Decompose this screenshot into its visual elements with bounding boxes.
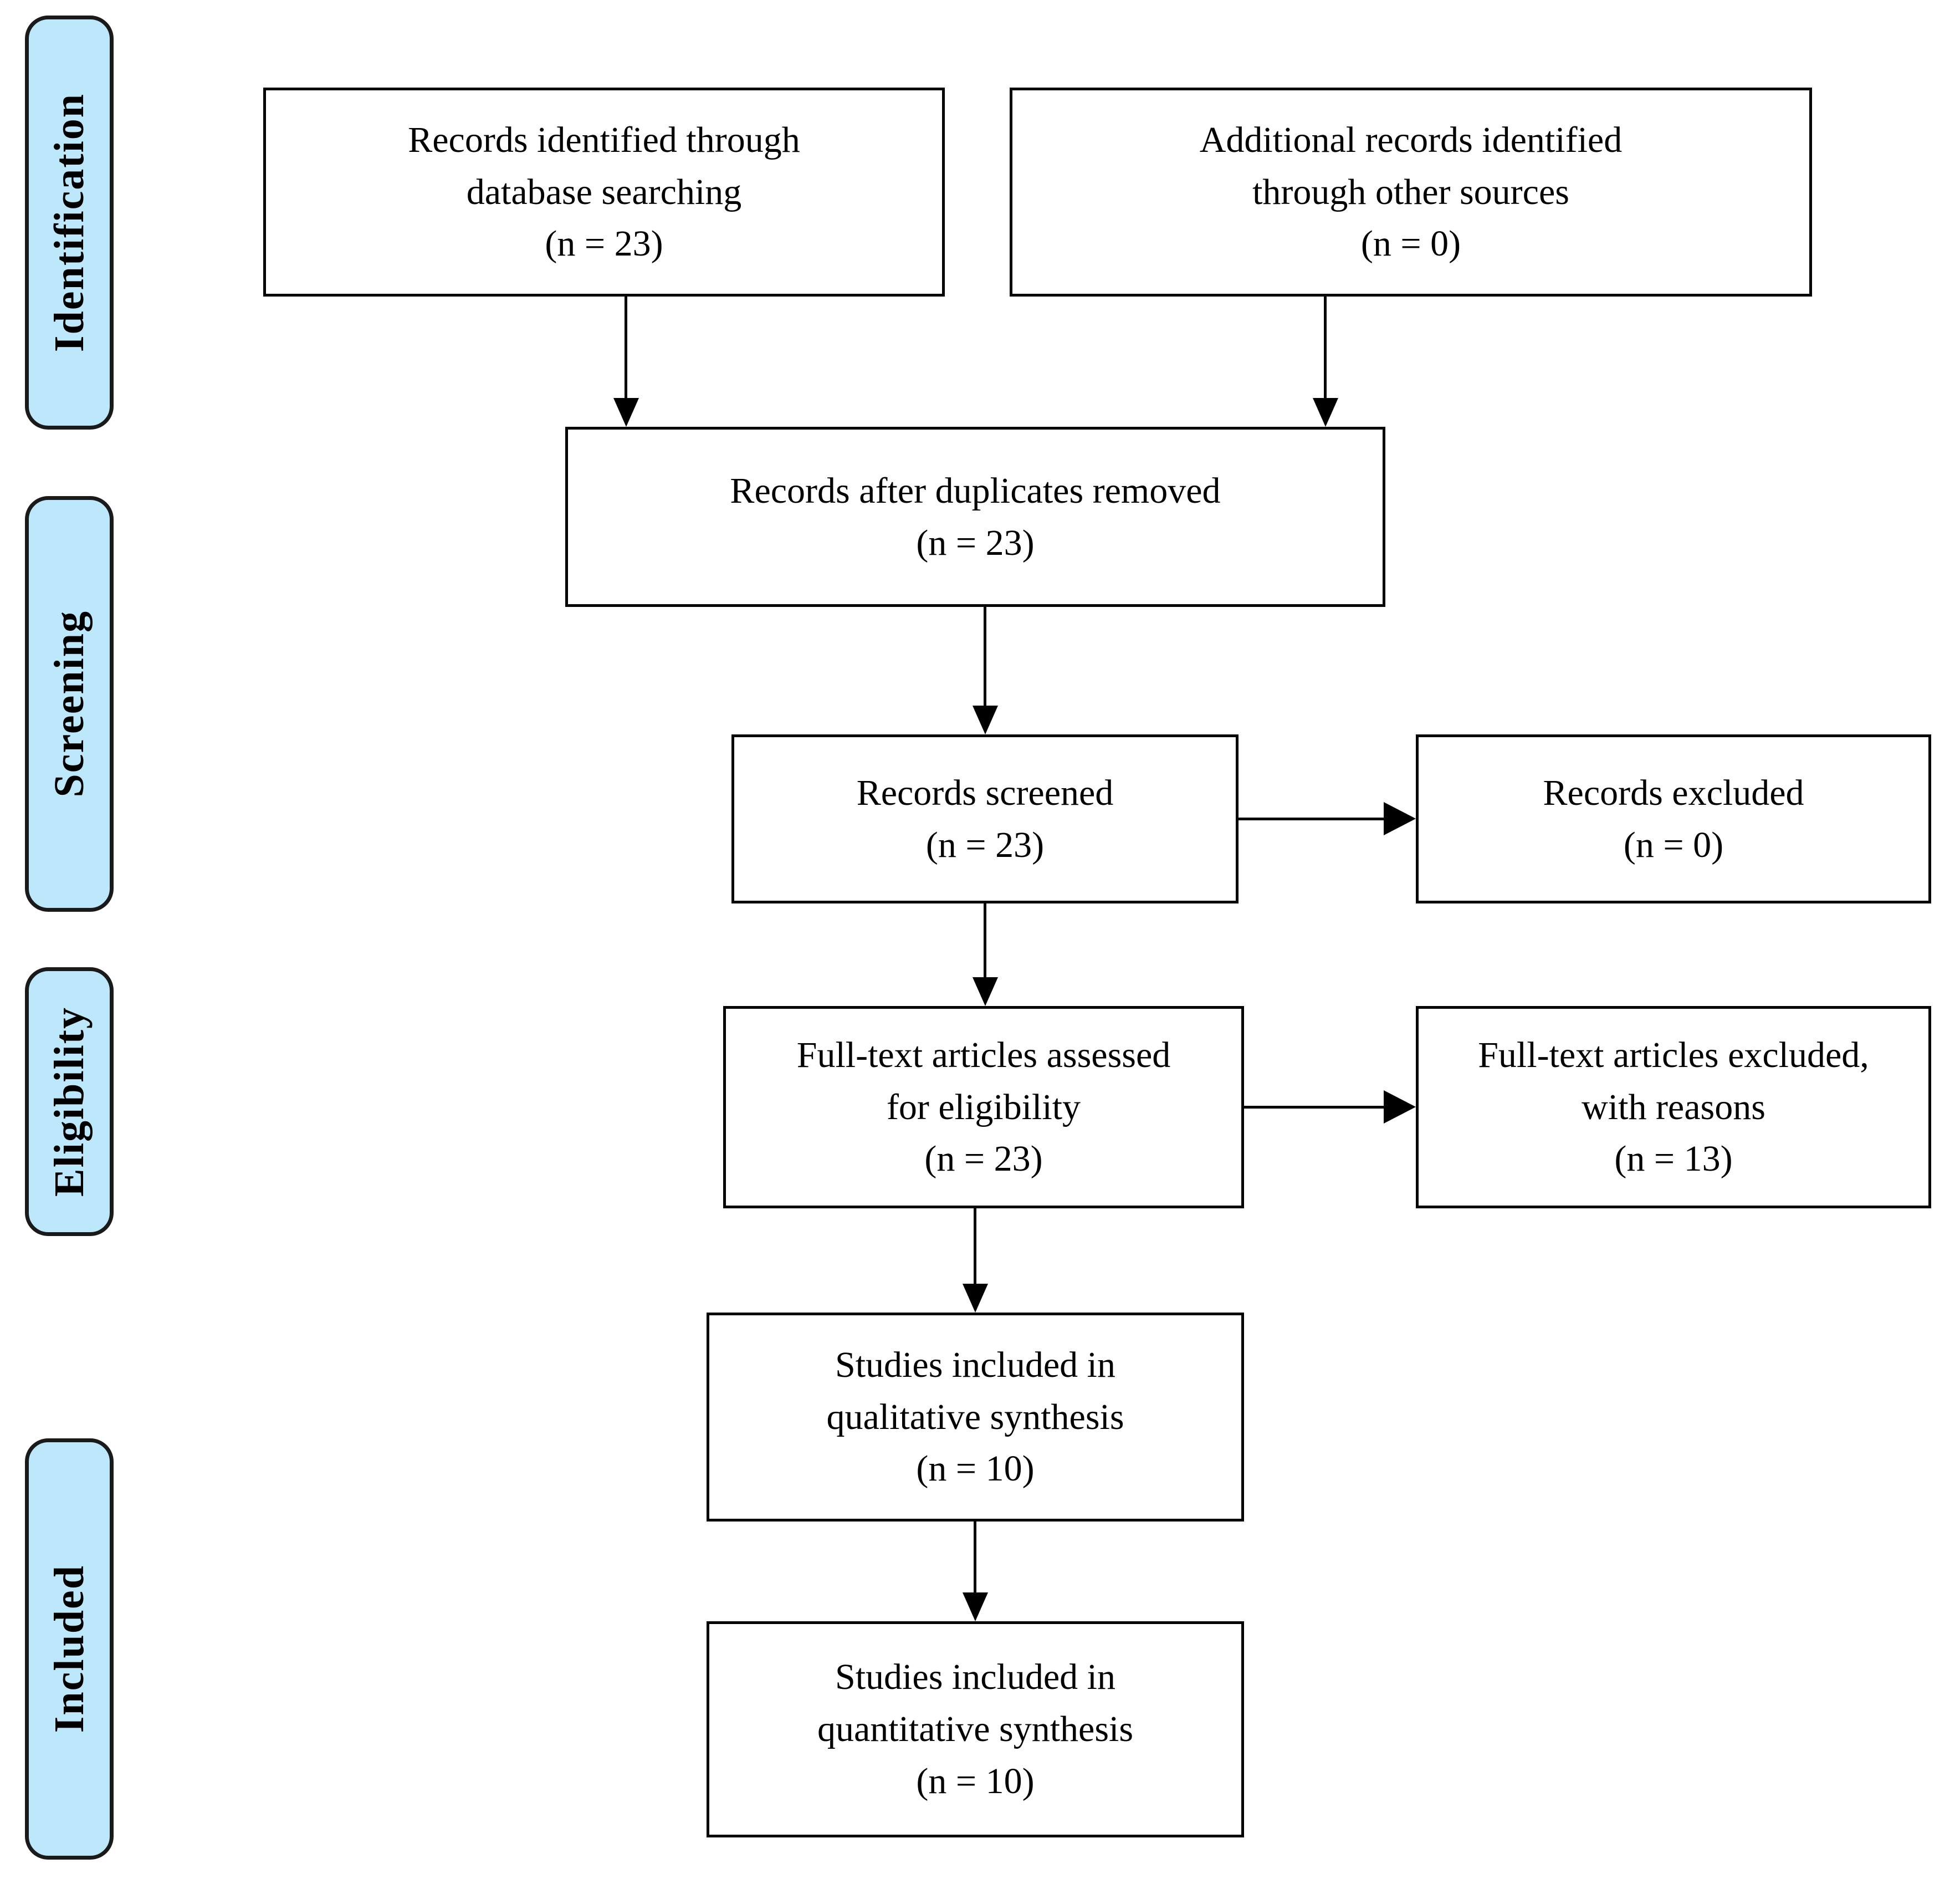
box-line-1: Records after duplicates removed (730, 470, 1221, 511)
box-line-1: Records excluded (1543, 772, 1804, 813)
box-line-1: Studies included in (835, 1657, 1115, 1698)
box-count: (n = 0) (1623, 824, 1724, 865)
stage-band-included: Included (25, 1438, 114, 1860)
box-count: (n = 10) (916, 1448, 1035, 1489)
connector-screened-to-excluded (1239, 818, 1388, 820)
arrowhead-screened-to-fulltext (973, 977, 998, 1006)
box-count: (n = 23) (924, 1138, 1043, 1180)
box-count: (n = 10) (916, 1760, 1035, 1801)
box-line-1: Records screened (856, 772, 1114, 813)
connector-duplicates-to-screened (984, 607, 986, 706)
box-count: (n = 0) (1360, 223, 1461, 264)
box-line-2: for eligibility (886, 1086, 1081, 1127)
box-line-2: through other sources (1252, 171, 1569, 212)
arrowhead-duplicates-to-screened (973, 706, 998, 734)
box-line-2: with reasons (1582, 1086, 1765, 1127)
box-records-screened: Records screened (n = 23) (731, 734, 1239, 903)
box-records-excluded: Records excluded (n = 0) (1416, 734, 1931, 903)
box-fulltext-excluded: Full-text articles excluded, with reason… (1416, 1006, 1931, 1208)
box-line-1: Additional records identified (1199, 119, 1623, 160)
connector-qualitative-to-quantitative (974, 1522, 976, 1592)
connector-fulltext-to-qualitative (974, 1208, 976, 1284)
box-count: (n = 23) (545, 223, 663, 264)
stage-label-identification: Identification (46, 93, 93, 353)
arrowhead-identified-to-duplicates (613, 398, 639, 427)
stage-label-included: Included (46, 1565, 93, 1733)
box-quantitative-synthesis: Studies included in quantitative synthes… (707, 1621, 1244, 1837)
arrowhead-fulltext-to-qualitative (963, 1284, 988, 1313)
box-line-1: Studies included in (835, 1344, 1115, 1385)
box-line-2: database searching (466, 171, 742, 212)
box-line-2: qualitative synthesis (826, 1396, 1124, 1437)
box-line-1: Full-text articles excluded, (1478, 1034, 1869, 1075)
box-count: (n = 23) (916, 522, 1035, 563)
box-line-1: Full-text articles assessed (796, 1034, 1171, 1075)
stage-label-eligibility: Eligibility (46, 1007, 93, 1197)
connector-identified-to-duplicates (625, 297, 627, 398)
box-count: (n = 23) (925, 824, 1045, 865)
stage-band-eligibility: Eligibility (25, 967, 114, 1236)
arrowhead-screened-to-excluded (1384, 802, 1416, 835)
connector-additional-to-duplicates (1324, 297, 1327, 398)
box-line-1: Records identified through (408, 119, 800, 160)
box-qualitative-synthesis: Studies included in qualitative synthesi… (707, 1313, 1244, 1522)
stage-label-screening: Screening (46, 610, 93, 798)
arrowhead-fulltext-to-excluded (1384, 1090, 1416, 1124)
stage-band-screening: Screening (25, 496, 114, 912)
arrowhead-qualitative-to-quantitative (963, 1592, 988, 1621)
connector-screened-to-fulltext (984, 903, 986, 977)
connector-fulltext-to-excluded (1244, 1106, 1388, 1109)
arrowhead-additional-to-duplicates (1313, 398, 1338, 427)
box-additional-records-other-sources: Additional records identified through ot… (1010, 88, 1812, 297)
box-fulltext-assessed: Full-text articles assessed for eligibil… (723, 1006, 1244, 1208)
box-line-2: quantitative synthesis (817, 1709, 1134, 1750)
box-records-identified-database: Records identified through database sear… (263, 88, 945, 297)
stage-band-identification: Identification (25, 16, 114, 430)
box-count: (n = 13) (1614, 1138, 1733, 1180)
box-records-after-duplicates-removed: Records after duplicates removed (n = 23… (565, 427, 1385, 607)
